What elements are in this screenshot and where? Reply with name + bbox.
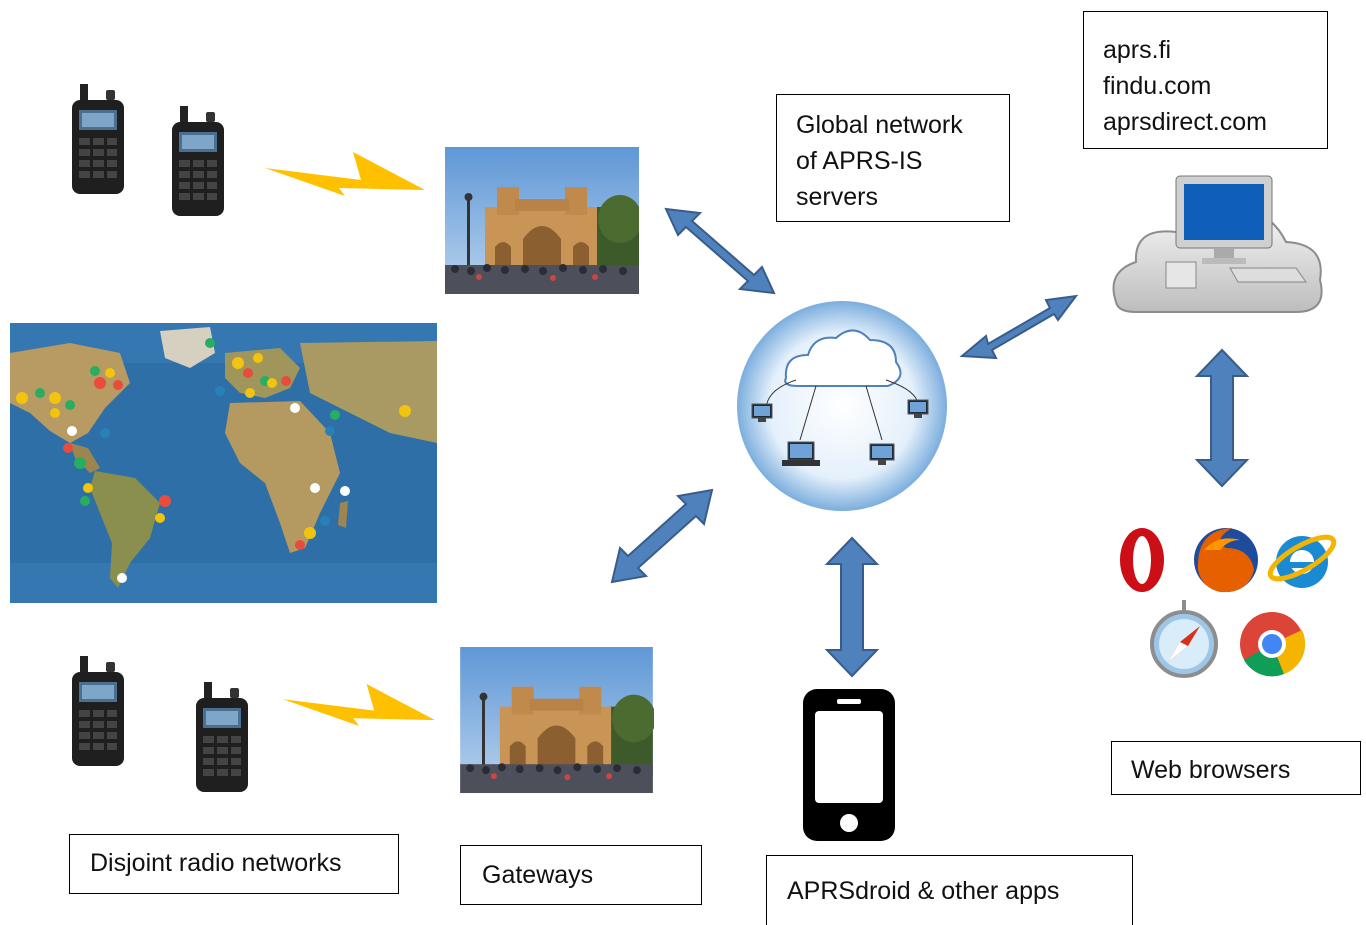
lightning-bolt-icon <box>265 152 425 196</box>
smartphone-icon <box>803 689 895 841</box>
double-arrow-icon <box>959 294 1079 360</box>
handheld-radio-icon <box>172 106 224 216</box>
double-arrow-icon <box>1194 348 1250 488</box>
website-findu: findu.com <box>1103 72 1212 100</box>
website-aprs-fi: aprs.fi <box>1103 36 1172 64</box>
handheld-radio-icon <box>196 682 248 792</box>
disjoint-networks-text: Disjoint radio networks <box>90 849 342 877</box>
disjoint-networks-label: Disjoint radio networks <box>69 834 399 894</box>
websites-list: aprs.fi findu.com aprsdirect.com <box>1083 11 1328 149</box>
website-aprsdirect: aprsdirect.com <box>1103 108 1267 136</box>
web-browsers-text: Web browsers <box>1131 756 1291 784</box>
handheld-radio-icon <box>72 84 124 194</box>
double-arrow-icon <box>664 207 776 295</box>
gateway-photo <box>460 647 654 793</box>
double-arrow-icon <box>610 488 714 584</box>
gateways-text: Gateways <box>482 861 594 889</box>
handheld-radio-icon <box>72 656 124 766</box>
global-network-line-3: servers <box>796 183 878 211</box>
gateway-photo <box>445 147 639 294</box>
global-network-line-1: Global network <box>796 111 963 139</box>
lightning-bolt-icon <box>283 684 435 726</box>
global-network-label: Global network of APRS-IS servers <box>776 94 1010 222</box>
world-map-image <box>10 323 437 603</box>
aprs-is-cloud-icon <box>737 301 947 511</box>
apps-label: APRSdroid & other apps <box>766 855 1133 925</box>
web-browsers-label: Web browsers <box>1111 741 1361 795</box>
global-network-line-2: of APRS-IS <box>796 147 923 175</box>
double-arrow-icon <box>824 536 880 678</box>
cloud-computer-icon <box>1112 175 1323 313</box>
gateways-label: Gateways <box>460 845 702 905</box>
apps-text: APRSdroid & other apps <box>787 877 1060 905</box>
browser-logos-icon <box>1108 510 1340 696</box>
